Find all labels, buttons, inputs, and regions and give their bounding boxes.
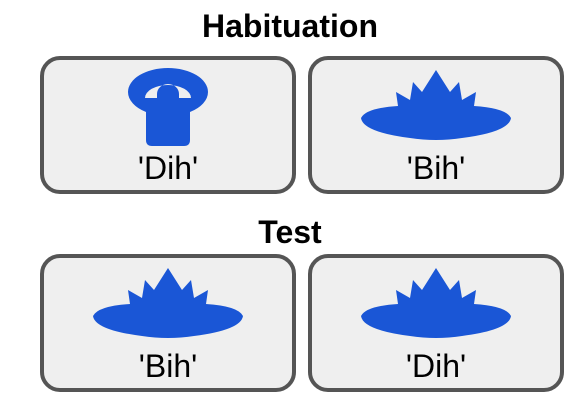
spiky-crown-shape <box>312 68 560 146</box>
habituation-title: Habituation <box>202 8 378 44</box>
test-title: Test <box>258 214 322 250</box>
card-label: 'Dih' <box>137 150 199 186</box>
test-card-2: 'Dih' <box>308 254 564 392</box>
spiky-crown-shape <box>312 266 560 344</box>
card-label: 'Bih' <box>406 150 466 186</box>
card-label: 'Dih' <box>405 348 467 384</box>
card-label: 'Bih' <box>138 348 198 384</box>
ring-on-post-shape <box>44 68 292 146</box>
test-card-1: 'Bih' <box>40 254 296 392</box>
spiky-crown-shape <box>44 266 292 344</box>
habituation-card-1: 'Dih' <box>40 56 296 194</box>
habituation-card-2: 'Bih' <box>308 56 564 194</box>
